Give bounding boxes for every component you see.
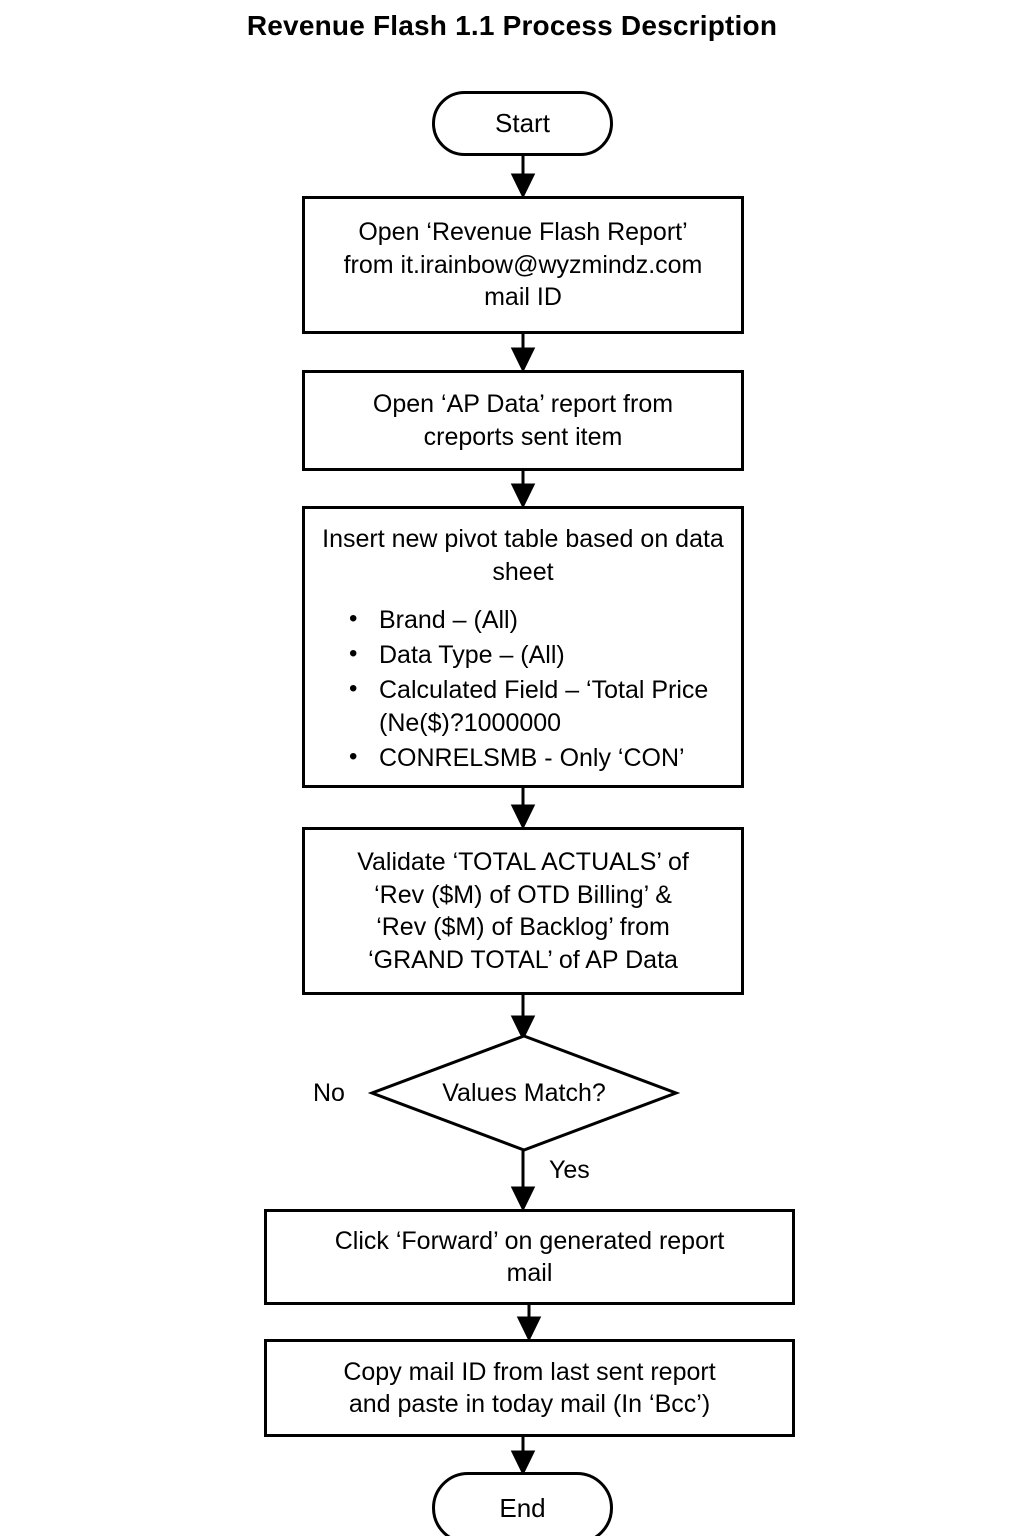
node-open-revenue-flash-report: Open ‘Revenue Flash Report’ from it.irai… [302, 196, 744, 334]
decision-label: Values Match? [442, 1078, 606, 1107]
node-insert-pivot-table: Insert new pivot table based on data she… [302, 506, 744, 788]
pivot-heading: Insert new pivot table based on data she… [319, 523, 727, 588]
edge-label-yes: Yes [549, 1156, 590, 1184]
pivot-bullet-item: Calculated Field – ‘Total Price (Ne($)?1… [349, 673, 727, 740]
open-ap-data-line-1: Open ‘AP Data’ report from [372, 390, 674, 418]
node-end: End [432, 1472, 613, 1536]
node-validate-total-actuals: Validate ‘TOTAL ACTUALS’ of ‘Rev ($M) of… [302, 827, 744, 995]
node-end-label: End [499, 1492, 546, 1523]
pivot-bullet-item: Data Type – (All) [349, 638, 727, 672]
forward-line-2: mail [506, 1259, 553, 1287]
open-ap-data-line-2: creports sent item [423, 422, 623, 451]
pivot-heading-line-1: Insert new pivot table based [322, 525, 634, 553]
pivot-heading-line-2: on data sheet [492, 525, 724, 586]
node-click-forward: Click ‘Forward’ on generated report mail [264, 1209, 795, 1305]
node-copy-mail-id: Copy mail ID from last sent report and p… [264, 1339, 795, 1437]
page-title: Revenue Flash 1.1 Process Description [246, 10, 778, 41]
validate-line-4: ‘GRAND TOTAL’ of AP Data [368, 945, 678, 974]
node-open-ap-data-report: Open ‘AP Data’ report from creports sent… [302, 370, 744, 471]
pivot-bullet-item: Brand – (All) [349, 603, 727, 637]
open-report-line-2: from it.irainbow@wyzmindz.com [343, 250, 703, 279]
copy-mail-id-line-1: Copy mail ID from last sent report [343, 1357, 716, 1386]
node-start-label: Start [495, 108, 550, 138]
validate-line-3: ‘Rev ($M) of Backlog’ from [376, 913, 670, 941]
edge-label-no: No [313, 1079, 345, 1107]
open-report-line-1: Open ‘Revenue Flash Report’ [358, 218, 688, 247]
node-decision-values-match: Values Match? [372, 1036, 676, 1150]
open-report-line-3: mail ID [484, 283, 562, 312]
forward-line-1: Click ‘Forward’ on generated report [334, 1226, 725, 1255]
pivot-bullet-item: CONRELSMB - Only ‘CON’ [349, 741, 727, 775]
validate-line-1: Validate ‘TOTAL ACTUALS’ of [357, 848, 689, 876]
copy-mail-id-line-2: and paste in today mail (In ‘Bcc’) [348, 1390, 711, 1418]
node-start: Start [432, 91, 613, 156]
pivot-bullet-list: Brand – (All) Data Type – (All) Calculat… [319, 603, 727, 775]
validate-line-2: ‘Rev ($M) of OTD Billing’ & [374, 880, 672, 909]
